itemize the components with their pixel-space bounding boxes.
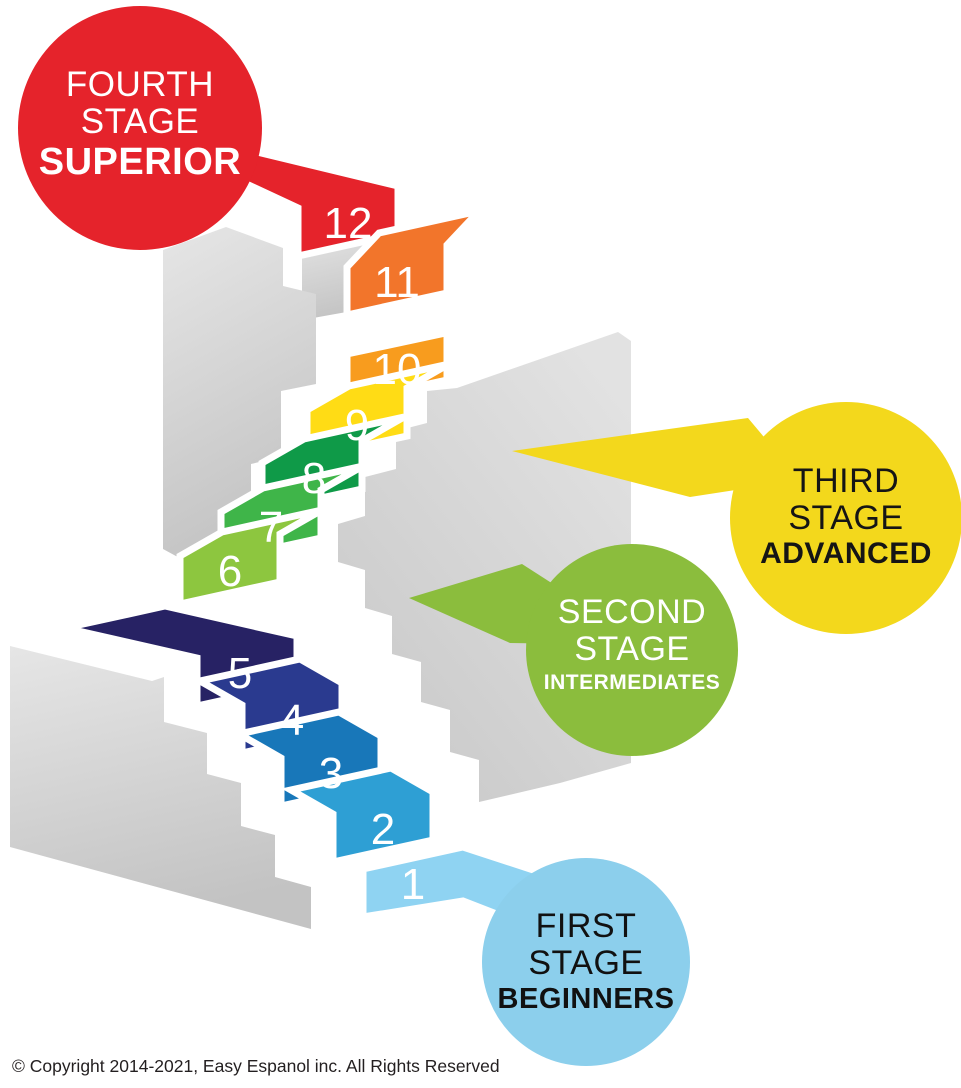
step-2-label: 2 xyxy=(371,805,395,854)
step-9-label: 9 xyxy=(345,401,369,450)
step-4-label: 4 xyxy=(280,696,304,745)
stage-1-line1: FIRST xyxy=(536,907,637,945)
stage-3-pointer xyxy=(512,418,800,497)
stage-4-level: SUPERIOR xyxy=(39,141,241,183)
stage-3-line1: THIRD xyxy=(793,462,899,500)
stage-1-level: BEGINNERS xyxy=(498,983,675,1015)
stage-4-line2: STAGE xyxy=(81,102,200,141)
wall-lower-left xyxy=(10,646,322,932)
step-3-label: 3 xyxy=(319,749,343,798)
stage-3-level: ADVANCED xyxy=(760,537,932,570)
step-7-label: 7 xyxy=(259,503,283,552)
step-2 xyxy=(281,764,437,867)
stage-2-level: INTERMEDIATES xyxy=(544,671,720,694)
step-10-label: 10 xyxy=(373,345,422,394)
step-6 xyxy=(176,506,324,609)
stage-2-badge xyxy=(526,544,738,756)
stage-3-badge xyxy=(730,402,961,634)
stage-4-badge xyxy=(18,6,262,250)
stage-2-line1: SECOND xyxy=(558,593,706,631)
step-1-label: 1 xyxy=(401,860,425,909)
wall-upper-left xyxy=(163,227,316,568)
copyright-text: © Copyright 2014-2021, Easy Espanol inc.… xyxy=(12,1056,500,1076)
stage-1-badge xyxy=(482,858,690,1066)
step-11-label: 11 xyxy=(374,258,420,307)
step-8-label: 8 xyxy=(302,454,326,503)
stage-4-line1: FOURTH xyxy=(66,65,214,104)
step-12-label: 12 xyxy=(324,199,373,248)
step-6-label: 6 xyxy=(218,547,242,596)
stage-1-line2: STAGE xyxy=(528,944,643,982)
stage-3-line2: STAGE xyxy=(788,499,903,537)
step-5-label: 5 xyxy=(228,649,252,698)
step-11 xyxy=(343,205,490,320)
stage-2-line2: STAGE xyxy=(574,630,689,668)
